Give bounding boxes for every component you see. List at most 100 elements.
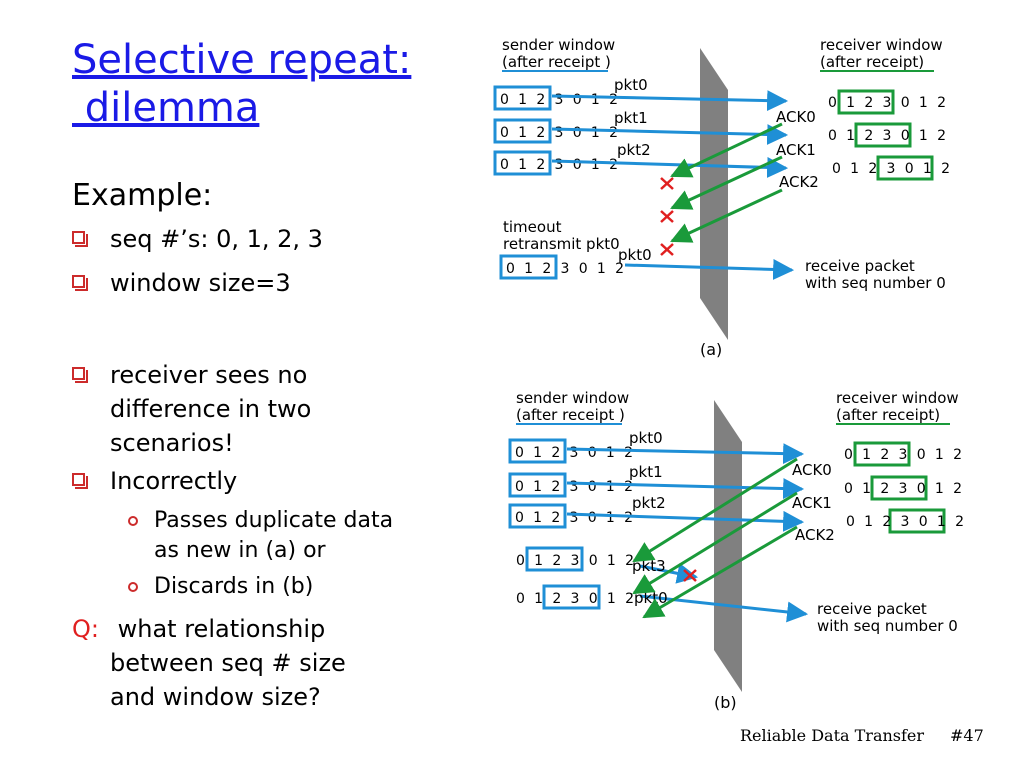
sender-window-box [508, 472, 567, 498]
title-line-2: dilemma [72, 85, 260, 131]
question-label: Q: [72, 615, 99, 643]
receiver-window-seq: 0 1 2 3 0 1 2 [846, 514, 964, 530]
receiver-window-title: receiver window [820, 36, 943, 54]
sender-window-box [493, 150, 552, 176]
ack-label: ACK2 [795, 526, 835, 544]
ack-arrow [642, 525, 798, 619]
timeout-label: timeout [503, 218, 562, 236]
receiver-window-box [888, 508, 946, 534]
ack-label: ACK2 [779, 173, 819, 191]
diagram-a: sender window (after receipt ) receiver … [493, 36, 950, 359]
bullet-marker-icon [72, 473, 88, 489]
packet-label: pkt2 [617, 141, 651, 159]
sender-window-box [499, 254, 558, 280]
sender-window-seq: 0 1 2 3 0 1 2 [515, 510, 633, 526]
sender-window-box [542, 584, 601, 610]
sender-window-title: sender window [502, 36, 615, 54]
network-divider-b [714, 400, 742, 692]
packet-label: pkt0 [629, 429, 663, 447]
sender-window-box [508, 438, 567, 464]
packet-arrow [551, 156, 789, 178]
footer-course-title: Reliable Data Transfer [740, 726, 925, 745]
packet-label: pkt0 [618, 246, 652, 264]
ack-arrow [632, 491, 798, 595]
receiver-window-seq: 0 1 2 3 0 1 2 [844, 447, 962, 463]
sub-bullet-text: Passes duplicate data as new in (a) or [154, 508, 394, 563]
receiver-window-box [870, 475, 928, 501]
ack-arrow [632, 457, 798, 563]
receiver-window-box [854, 122, 912, 148]
packet-label: pkt2 [632, 494, 666, 512]
footer-slide-number: #47 [950, 726, 984, 745]
receive-packet-label: receive packet [817, 600, 927, 618]
ack-arrow [670, 122, 783, 178]
sender-window-seq: 0 1 2 3 0 1 2 [516, 553, 634, 569]
sender-window-box [508, 503, 567, 529]
receiver-window-title: receiver window [836, 389, 959, 407]
ack-arrow [670, 188, 783, 243]
loss-x-icon [660, 177, 674, 190]
receive-packet-label: receive packet [805, 257, 915, 275]
ack-label: ACK1 [792, 494, 832, 512]
loss-x-icon [683, 569, 697, 582]
receiver-window-seq: 0 1 2 3 0 1 2 [844, 481, 962, 497]
ack-label: ACK0 [792, 461, 832, 479]
sub-bullet-text: Discards in (b) [154, 574, 314, 599]
packet-label: pkt1 [629, 463, 663, 481]
retransmit-label: retransmit pkt0 [503, 235, 620, 253]
packet-arrow [639, 594, 809, 623]
receiver-window-subtitle: (after receipt) [836, 406, 940, 424]
bullet-text: window size=3 [110, 269, 291, 297]
sender-window-seq: 0 1 2 3 0 1 2 [515, 445, 633, 461]
receive-seq-label: with seq number 0 [817, 617, 958, 635]
loss-x-icon [660, 243, 674, 256]
sender-window-seq: 0 1 2 3 0 1 2 [516, 591, 634, 607]
sender-window-subtitle: (after receipt ) [502, 53, 611, 71]
packet-arrow [624, 258, 795, 280]
sender-window-seq: 0 1 2 3 0 1 2 [515, 479, 633, 495]
title-line-1: Selective repeat: [72, 37, 412, 83]
question-text: what relationship between seq # size and… [110, 615, 346, 711]
sub-bullet-marker-icon [128, 516, 138, 526]
packet-arrow [566, 443, 805, 465]
sender-window-box [525, 546, 584, 572]
receive-seq-label: with seq number 0 [805, 274, 946, 292]
receiver-window-seq: 0 1 2 3 0 1 2 [828, 95, 946, 111]
sender-window-seq: 0 1 2 3 0 1 2 [500, 157, 618, 173]
bullet-marker-icon [72, 367, 88, 383]
receiver-window-box [876, 155, 934, 181]
slide-title: Selective repeat: dilemma [72, 36, 411, 132]
packet-arrow [551, 124, 789, 146]
sender-window-title: sender window [516, 389, 629, 407]
bullet-text: receiver sees no difference in two scena… [110, 361, 312, 457]
bullet-marker-icon [72, 275, 88, 291]
diagram-caption: (a) [700, 340, 722, 359]
ack-label: ACK0 [776, 108, 816, 126]
sender-window-box [493, 85, 552, 111]
bullet-text: seq #’s: 0, 1, 2, 3 [110, 225, 323, 253]
packet-arrow [551, 90, 789, 112]
loss-x-icon [660, 210, 674, 223]
packet-arrow [566, 510, 805, 532]
packet-label: pkt0 [634, 589, 668, 607]
receiver-window-box [853, 441, 911, 467]
example-label: Example: [72, 178, 213, 213]
packet-label: pkt0 [614, 76, 648, 94]
sender-window-box [493, 118, 552, 144]
ack-label: ACK1 [776, 141, 816, 159]
sender-window-subtitle: (after receipt ) [516, 406, 625, 424]
sender-window-seq: 0 1 2 3 0 1 2 [500, 92, 618, 108]
ack-arrow [670, 155, 783, 210]
diagram-b: sender window (after receipt ) receiver … [508, 389, 964, 712]
sender-window-seq: 0 1 2 3 0 1 2 [500, 125, 618, 141]
receiver-window-box [837, 89, 895, 115]
sender-window-seq: 0 1 2 3 0 1 2 [506, 261, 624, 277]
diagram-caption: (b) [714, 693, 737, 712]
receiver-window-subtitle: (after receipt) [820, 53, 924, 71]
packet-arrow [566, 478, 805, 500]
bullet-text: Incorrectly [110, 467, 238, 495]
receiver-window-seq: 0 1 2 3 0 1 2 [828, 128, 946, 144]
sub-bullet-marker-icon [128, 582, 138, 592]
bullet-marker-icon [72, 231, 88, 247]
